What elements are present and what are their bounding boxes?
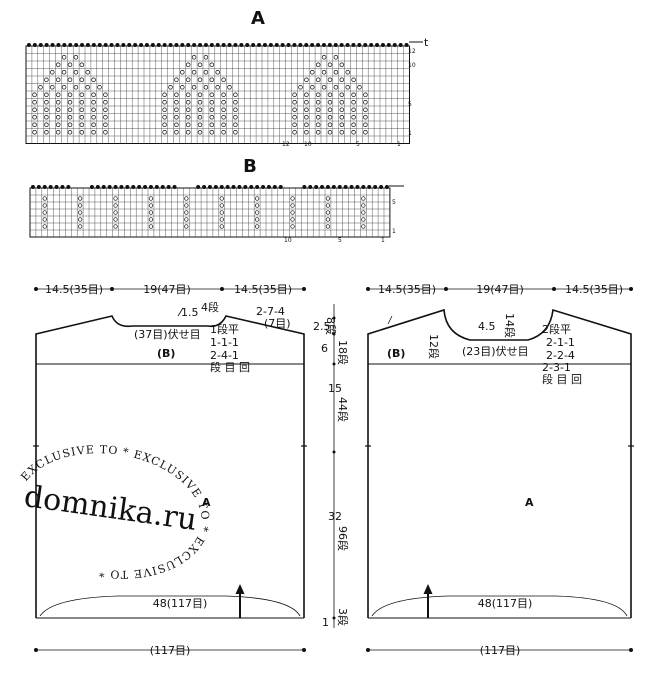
front-body-label: A <box>525 496 534 509</box>
chart-a-col-num: 10 <box>304 141 312 148</box>
chart-a: A t 12 10 5 1 12 10 5 1 <box>25 8 429 148</box>
back-shoulder-sts: (7目) <box>264 317 291 330</box>
back-outline <box>35 315 305 618</box>
chart-a-row-num: 1 <box>408 130 412 137</box>
chart-a-grid <box>25 43 410 144</box>
chart-b-grid <box>29 185 391 238</box>
back-neck-dec-line: 段 目 回 <box>210 360 250 374</box>
back-body-label: A <box>202 496 211 509</box>
back-hem-curve <box>39 595 301 617</box>
front-side-rows: 12段 <box>427 334 441 359</box>
side-rows: 3段 <box>336 608 350 626</box>
front-neck-dec-line: 2-2-4 <box>546 349 575 362</box>
side-len: 32 <box>328 510 342 523</box>
back-labels: 14.5(35目) 19(47目) 14.5(35目) 1.5 4段 2-7-4… <box>45 283 292 657</box>
back-shoulder-dec: 2-7-4 <box>256 305 285 318</box>
watermark-stamp: EXCLUSIVE TO * EXCLUSIVE TO * EXCLUSIVE … <box>6 431 221 593</box>
back-width-left: 14.5(35目) <box>45 283 103 296</box>
side-rows: 96段 <box>336 526 350 551</box>
chart-a-row-num: 12 <box>408 48 416 55</box>
front-border-label: (B) <box>387 347 405 360</box>
front-neck-dec-line: 2段平 <box>542 322 571 336</box>
side-rows: 8段 <box>324 317 338 335</box>
chart-b-row-num: 1 <box>392 228 396 235</box>
front-cast-on: (117目) <box>480 644 521 657</box>
chart-a-col-num: 5 <box>356 141 360 148</box>
back-piece <box>33 287 307 652</box>
front-piece <box>365 287 634 652</box>
back-neck-dec-line: 2-4-1 <box>210 349 239 362</box>
front-hem-curve <box>371 595 628 617</box>
side-len: 2.5 <box>313 320 331 333</box>
back-width-right: 14.5(35目) <box>234 283 292 296</box>
back-neck-depth: 1.5 <box>181 306 199 319</box>
front-outline <box>367 308 632 618</box>
side-len: 15 <box>328 382 342 395</box>
back-neck-rows: 4段 <box>201 300 219 314</box>
chart-b: B 5 1 10 5 1 <box>29 156 404 244</box>
back-neck-dec-line: 1段平 <box>210 322 239 336</box>
front-neck-depth: 4.5 <box>478 320 496 333</box>
side-len: 6 <box>321 342 328 355</box>
chart-b-col-num: 1 <box>381 237 385 244</box>
front-width-center: 19(47目) <box>476 283 524 296</box>
chart-b-row-num: 5 <box>392 199 396 206</box>
front-labels: 14.5(35目) 19(47目) 14.5(35目) 4.5 14段 12段 … <box>378 283 623 657</box>
chart-a-row-num: 5 <box>408 101 412 108</box>
side-rows: 44段 <box>336 397 350 422</box>
side-len: 1 <box>322 616 329 629</box>
front-neck-dec-line: 2-1-1 <box>546 336 575 349</box>
chart-a-title: A <box>251 8 265 29</box>
chart-b-col-num: 10 <box>284 237 292 244</box>
front-neck-bind: (23目)伏せ目 <box>462 344 529 358</box>
side-measurements: 2.5 8段 6 18段 15 44段 32 96段 1 3段 <box>313 304 350 629</box>
front-neck-rows: 14段 <box>503 313 517 338</box>
watermark-site: domnika.ru <box>22 479 199 538</box>
chart-b-title: B <box>243 156 257 177</box>
front-neck-dec-line: 段 目 回 <box>542 372 582 386</box>
back-cast-on: (117目) <box>150 644 191 657</box>
chart-a-col-num: 1 <box>397 141 401 148</box>
front-width-left: 14.5(35目) <box>378 283 436 296</box>
back-neck-bind: (37目)伏せ目 <box>134 327 201 341</box>
back-width-center: 19(47目) <box>143 283 191 296</box>
back-neck-dec-line: 1-1-1 <box>210 336 239 349</box>
back-border-label: (B) <box>157 347 175 360</box>
chart-a-col-num: 12 <box>282 141 290 148</box>
chart-b-col-num: 5 <box>338 237 342 244</box>
chart-a-row-num: 10 <box>408 62 416 69</box>
front-width-right: 14.5(35目) <box>565 283 623 296</box>
side-rows: 18段 <box>336 340 350 365</box>
front-neck-dec-line: 2-3-1 <box>542 361 571 374</box>
front-hem-width: 48(117目) <box>478 597 533 610</box>
back-hem-width: 48(117目) <box>153 597 208 610</box>
chart-a-row-marker: t <box>424 36 429 49</box>
